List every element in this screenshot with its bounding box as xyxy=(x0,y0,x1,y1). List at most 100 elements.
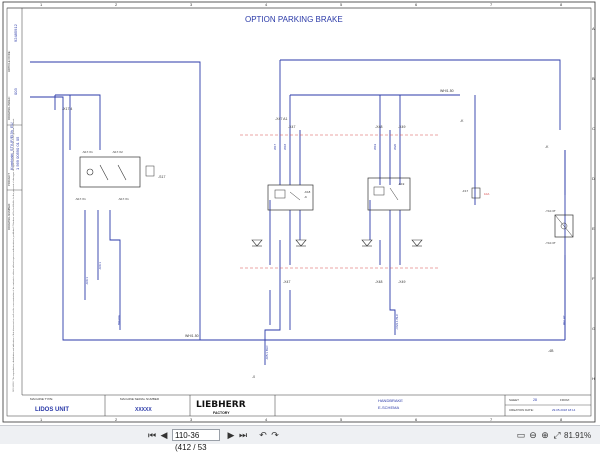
fit-width-icon[interactable]: ▭ xyxy=(516,430,526,440)
col-2: 2 xyxy=(115,2,118,7)
svg-text:-K/5.1 BLC: -K/5.1 BLC xyxy=(265,344,269,360)
sheet-label: SHEET xyxy=(509,398,519,402)
from-label: FROM: xyxy=(560,398,570,402)
title-block: MACHINE TYPE LIDOS UNIT MACHINE SERIAL N… xyxy=(22,394,591,416)
first-page-icon[interactable]: ⏮ xyxy=(147,430,157,440)
switch-s17: -S17 -S17.X1 -S17.X2 -S17.X1 -S17.X1 xyxy=(75,150,165,201)
svg-text:2: 2 xyxy=(115,417,118,422)
machine-type-label: MACHINE TYPE xyxy=(30,397,52,401)
svg-text:-0: -0 xyxy=(252,375,255,379)
svg-text:-X6/2.1 BLC: -X6/2.1 BLC xyxy=(395,313,399,330)
wire-labels: WH/1.50 WH/1.50 -X47 -X48 -X49 -X47 -X48… xyxy=(62,89,554,379)
svg-text:8: 8 xyxy=(560,417,563,422)
svg-text:-Y10.3T: -Y10.3T xyxy=(545,241,556,245)
svg-text:C: C xyxy=(592,126,595,131)
net-label-top: WH/1.50 xyxy=(440,89,454,93)
diodes xyxy=(251,239,423,247)
svg-text:5: 5 xyxy=(340,417,343,422)
viewer-toolbar: ⏮ ◀ 110-36 (412 / 53 ▶ ⏭ ↶ ↷ ▭ ⊖ ⊕ ⤢ 81.… xyxy=(0,425,600,452)
svg-text:-K/0.1: -K/0.1 xyxy=(85,277,89,285)
sheet-value: 28 xyxy=(533,398,537,402)
creation-date-label: CREATION DATE: xyxy=(509,408,534,412)
svg-text:-Y10.3T: -Y10.3T xyxy=(545,209,556,213)
net-label-mid: WH/1.50 xyxy=(185,334,199,338)
svg-text:-K19: -K19 xyxy=(398,182,405,186)
drawing-index: 003 xyxy=(13,88,18,95)
svg-text:-X48: -X48 xyxy=(375,280,382,284)
forward-icon[interactable]: ↷ xyxy=(271,430,279,440)
zoom-level[interactable]: 81.91% xyxy=(564,431,592,440)
svg-text:RELAY: RELAY xyxy=(562,315,566,325)
svg-text:-X47: -X47 xyxy=(283,280,290,284)
svg-text:A: A xyxy=(592,26,595,31)
drawing-number: 1 569 00590 01 05 xyxy=(15,136,20,170)
brand-logo: LIEBHERR xyxy=(196,400,246,410)
wire-markers: W17 W18 W19 W20 -K/0.1 -K/0.1 -K/5.1 BLC… xyxy=(85,144,566,361)
description-line1: HANDBRAKE xyxy=(378,398,403,403)
document-viewer: 1 2 3 4 5 6 7 8 1 2 3 4 5 6 7 8 A B C D … xyxy=(2,1,596,423)
svg-text:-K: -K xyxy=(460,119,464,123)
col-6: 6 xyxy=(415,2,418,7)
wiring xyxy=(30,59,566,365)
svg-text:-X17.4: -X17.4 xyxy=(62,107,72,111)
machine-type: LIDOS UNIT xyxy=(35,407,69,413)
svg-text:3: 3 xyxy=(190,417,193,422)
svg-text:-S17.X1: -S17.X1 xyxy=(75,197,86,201)
zoom-in-icon[interactable]: ⊕ xyxy=(541,430,549,440)
back-icon[interactable]: ↶ xyxy=(259,430,267,440)
page-number-input[interactable]: 110-36 (412 / 53 xyxy=(172,429,220,452)
svg-text:1: 1 xyxy=(40,417,43,422)
svg-text:4: 4 xyxy=(265,417,268,422)
last-page-icon[interactable]: ⏭ xyxy=(238,430,248,440)
svg-text:W19: W19 xyxy=(373,144,377,151)
col-8: 8 xyxy=(560,2,563,7)
project-name: Kombiakt_ST/UF/EI3h_EU xyxy=(9,122,14,170)
svg-text:-X47 A1: -X47 A1 xyxy=(275,117,288,121)
col-4: 4 xyxy=(265,2,268,7)
project-label: PROJECT xyxy=(7,173,11,186)
col-3: 3 xyxy=(190,2,193,7)
drawing-number-label: DRAWING NUMBER: xyxy=(7,203,11,230)
svg-text:-4B: -4B xyxy=(548,349,554,353)
prev-page-icon[interactable]: ◀ xyxy=(160,430,168,440)
fit-page-icon[interactable]: ⤢ xyxy=(553,430,561,440)
serial-number: XXXXX xyxy=(135,407,152,413)
svg-text:-K: -K xyxy=(545,145,549,149)
svg-text:-K/0.1: -K/0.1 xyxy=(98,262,102,270)
article-code: 92485912 xyxy=(13,23,18,42)
svg-text:-F17: -F17 xyxy=(462,189,469,193)
description-line2: E-SCHEMA xyxy=(378,405,399,410)
svg-text:-S17.X1: -S17.X1 xyxy=(118,197,129,201)
svg-text:10A: 10A xyxy=(484,192,489,196)
svg-text:G: G xyxy=(592,326,595,331)
svg-text:-K: -K xyxy=(304,195,307,199)
svg-text:-X49: -X49 xyxy=(398,125,405,129)
valve-y10: -Y10.3T -Y10.3T xyxy=(545,209,574,245)
serial-label: MACHINE SERIAL NUMBER xyxy=(120,397,160,401)
svg-text:6: 6 xyxy=(415,417,418,422)
col-5: 5 xyxy=(340,2,343,7)
creation-date: 29.05.2018 18:14 xyxy=(552,408,576,412)
svg-text:E: E xyxy=(592,226,595,231)
sheet-frame xyxy=(2,1,596,423)
column-ruler-top: 1 2 3 4 5 6 7 8 xyxy=(7,2,591,9)
drawing-index-label: DRAWING INDEX: xyxy=(7,96,11,120)
left-info-strip: ARTICLE CODE: 92485912 DRAWING INDEX: 00… xyxy=(7,8,23,395)
factory-label: FACTORY xyxy=(213,411,230,415)
svg-text:-X49: -X49 xyxy=(398,280,405,284)
zoom-out-icon[interactable]: ⊖ xyxy=(529,430,537,440)
dashed-separators xyxy=(240,134,440,269)
column-ruler-bottom: 1 2 3 4 5 6 7 8 xyxy=(40,417,563,422)
svg-text:-X47: -X47 xyxy=(288,125,295,129)
next-page-icon[interactable]: ▶ xyxy=(227,430,235,440)
col-1: 1 xyxy=(40,2,43,7)
svg-text:W18: W18 xyxy=(283,144,287,151)
svg-text:W17: W17 xyxy=(273,144,277,151)
svg-text:BRAKE: BRAKE xyxy=(117,315,121,325)
svg-text:D: D xyxy=(592,176,595,181)
s17-label: -S17 xyxy=(158,175,165,179)
schematic-sheet: 1 2 3 4 5 6 7 8 1 2 3 4 5 6 7 8 A B C D … xyxy=(2,1,596,423)
svg-text:-X48: -X48 xyxy=(375,125,382,129)
svg-text:F: F xyxy=(592,276,595,281)
fuse-f17: 10A -F17 xyxy=(462,187,489,199)
